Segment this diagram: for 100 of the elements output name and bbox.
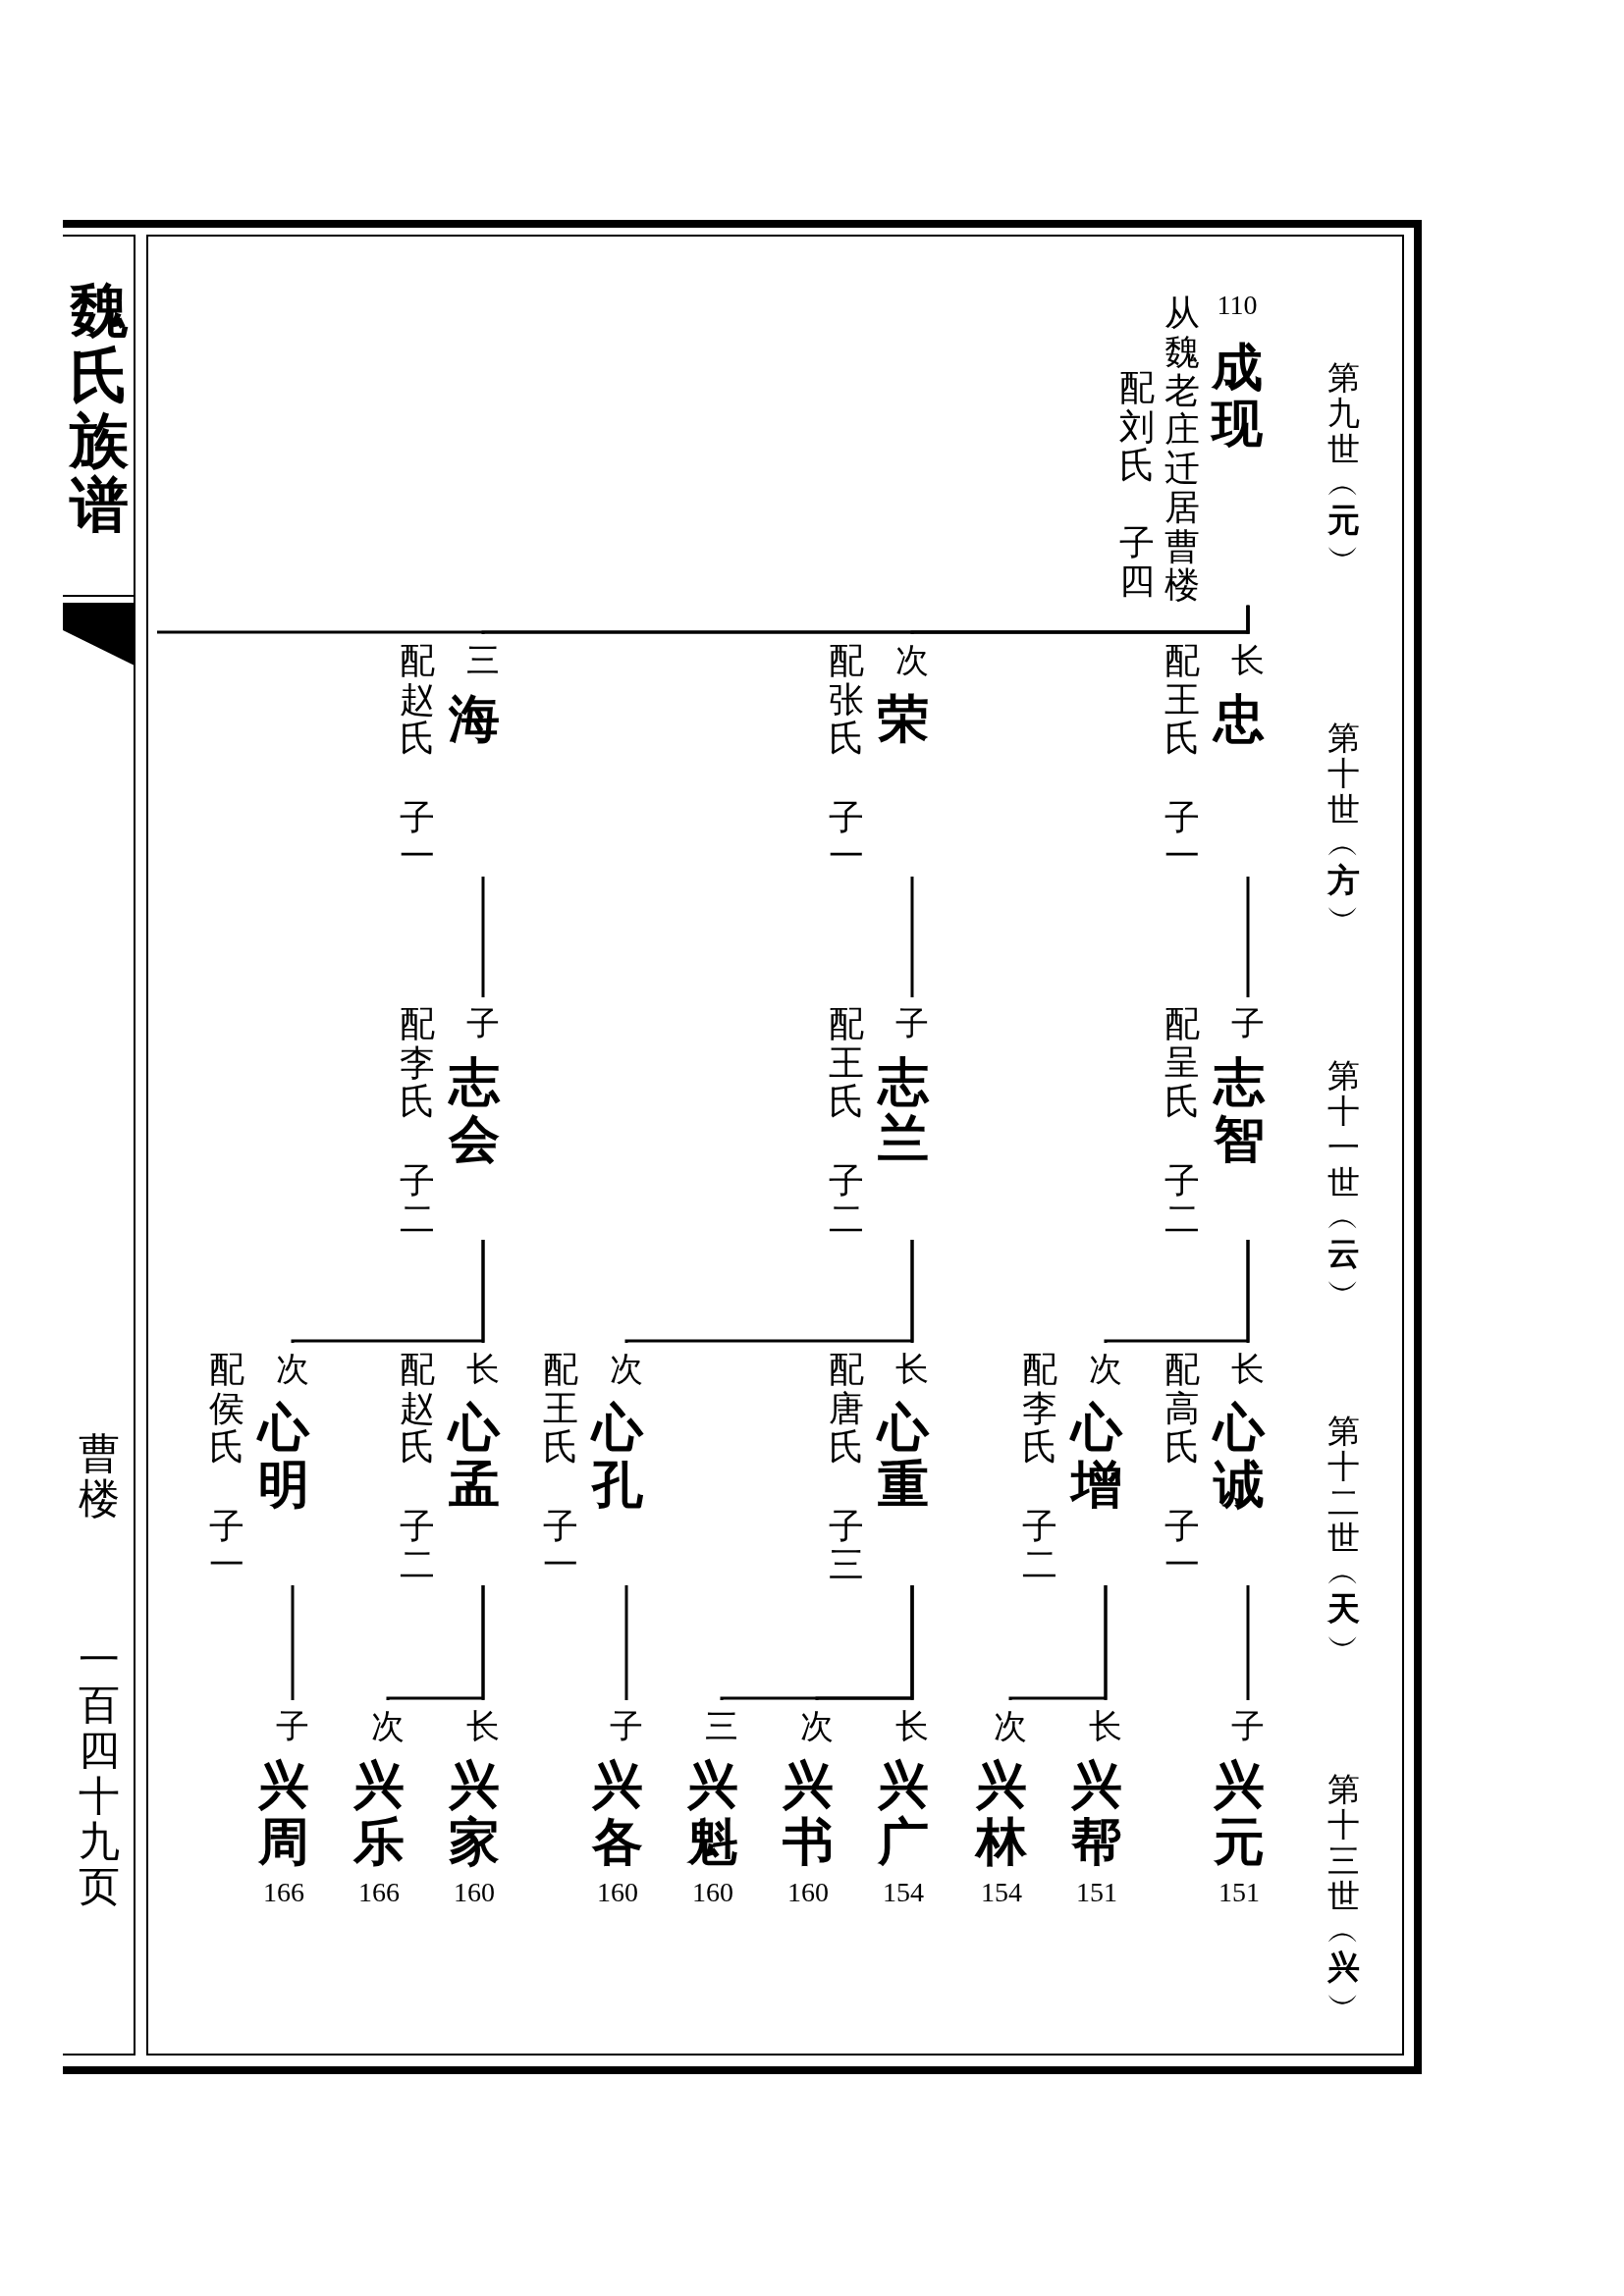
son-count: 子一 bbox=[543, 1507, 578, 1585]
spouse-name: 配刘氏 bbox=[1119, 369, 1155, 486]
son-count: 子一 bbox=[1164, 798, 1200, 877]
page-reference: 160 bbox=[453, 1877, 496, 1908]
connector-line bbox=[624, 1239, 914, 1345]
page-number: 一百四十九页 bbox=[79, 1637, 120, 1910]
person-name: 兴乐 bbox=[353, 1757, 405, 1870]
person-name: 兴家 bbox=[449, 1757, 500, 1870]
son-count: 子一 bbox=[1164, 1507, 1200, 1585]
sibling-rank: 次 bbox=[994, 1708, 1027, 1745]
sibling-rank: 子 bbox=[1231, 1708, 1265, 1745]
sibling-rank: 子 bbox=[610, 1708, 643, 1745]
spouse-name: 配高氏 bbox=[1164, 1351, 1200, 1468]
connector-line bbox=[1246, 1584, 1250, 1700]
spouse-name: 配李氏 bbox=[1022, 1351, 1057, 1468]
person-name: 志兰 bbox=[878, 1054, 929, 1167]
sibling-rank: 次 bbox=[800, 1708, 834, 1745]
son-count: 子二 bbox=[1022, 1507, 1057, 1585]
son-count: 子一 bbox=[829, 798, 864, 877]
connector-line bbox=[624, 1584, 628, 1700]
generation-label: 第十世︵方︶ bbox=[1327, 721, 1360, 934]
sibling-rank: 次 bbox=[1089, 1351, 1122, 1388]
person-name: 荣 bbox=[878, 691, 929, 748]
sibling-rank: 长 bbox=[895, 1708, 929, 1745]
person-name: 心重 bbox=[878, 1400, 929, 1513]
sibling-rank: 子 bbox=[466, 1005, 500, 1042]
page-reference: 151 bbox=[1218, 1877, 1261, 1908]
generation-label: 第十一世︵云︶ bbox=[1327, 1058, 1360, 1308]
spouse-name: 配唐氏 bbox=[829, 1351, 864, 1468]
sibling-rank: 长 bbox=[895, 1351, 929, 1388]
connector-line bbox=[157, 605, 1250, 634]
spouse-name: 配侯氏 bbox=[209, 1351, 244, 1468]
connector-line bbox=[481, 876, 485, 997]
son-count: 子三 bbox=[829, 1507, 864, 1585]
connector-line bbox=[1246, 876, 1250, 997]
spouse-name: 配李氏 bbox=[400, 1005, 435, 1122]
connector-line bbox=[291, 1239, 485, 1344]
generation-label: 第十三世︵兴︶ bbox=[1327, 1772, 1360, 2022]
connector-line bbox=[291, 1584, 295, 1700]
connector-line bbox=[1008, 1584, 1108, 1701]
sibling-rank: 次 bbox=[610, 1351, 643, 1388]
spouse-name: 配赵氏 bbox=[400, 642, 435, 759]
sibling-rank: 次 bbox=[895, 642, 929, 679]
sibling-rank: 次 bbox=[371, 1708, 405, 1745]
spouse-name: 配王氏 bbox=[829, 1005, 864, 1122]
son-count: 子二 bbox=[400, 1507, 435, 1585]
person-name: 兴周 bbox=[258, 1757, 309, 1870]
son-count: 子一 bbox=[209, 1507, 244, 1585]
sibling-rank: 长 bbox=[466, 1351, 500, 1388]
son-count: 子一 bbox=[400, 798, 435, 877]
person-name: 海 bbox=[449, 691, 500, 748]
spouse-name: 配呈氏 bbox=[1164, 1005, 1200, 1122]
generation-label: 第十二世︵天︶ bbox=[1327, 1414, 1360, 1664]
page-reference: 154 bbox=[882, 1877, 925, 1908]
person-name: 心诚 bbox=[1214, 1400, 1265, 1513]
migration-note: 从魏老庄迁居曹楼 bbox=[1164, 294, 1200, 606]
page-reference: 160 bbox=[691, 1877, 734, 1908]
connector-line bbox=[720, 1584, 914, 1701]
person-name: 兴广 bbox=[878, 1757, 929, 1870]
spouse-name: 配赵氏 bbox=[400, 1351, 435, 1468]
son-count: 子二 bbox=[1164, 1161, 1200, 1240]
sibling-rank: 长 bbox=[1231, 642, 1265, 679]
person-name: 成现 bbox=[1212, 339, 1263, 453]
village-name: 曹楼 bbox=[79, 1431, 120, 1522]
person-name: 忠 bbox=[1214, 691, 1265, 748]
son-count: 子四 bbox=[1119, 523, 1155, 602]
generation-label: 第九世︵元︶ bbox=[1327, 360, 1360, 574]
sibling-rank: 子 bbox=[1231, 1005, 1265, 1042]
page-title: 魏氏族谱 bbox=[70, 278, 129, 537]
person-name: 心明 bbox=[258, 1400, 309, 1513]
person-name: 兴各 bbox=[592, 1757, 643, 1870]
person-name: 志智 bbox=[1214, 1054, 1265, 1167]
connector-line bbox=[910, 876, 914, 997]
connector-line bbox=[386, 1584, 485, 1701]
page-reference: 166 bbox=[262, 1877, 305, 1908]
sibling-rank: 长 bbox=[1089, 1708, 1122, 1745]
sibling-rank: 三 bbox=[466, 642, 500, 679]
person-name: 兴魁 bbox=[687, 1757, 738, 1870]
son-count: 子二 bbox=[400, 1161, 435, 1240]
person-name: 志会 bbox=[449, 1054, 500, 1167]
person-name: 兴帮 bbox=[1071, 1757, 1122, 1870]
page-reference: 160 bbox=[596, 1877, 639, 1908]
person-name: 心增 bbox=[1071, 1400, 1122, 1513]
page-reference: 160 bbox=[786, 1877, 830, 1908]
person-name: 兴书 bbox=[783, 1757, 834, 1870]
sibling-rank: 次 bbox=[276, 1351, 309, 1388]
sibling-rank: 三 bbox=[705, 1708, 738, 1745]
sibling-rank: 长 bbox=[1231, 1351, 1265, 1388]
page-reference: 110 bbox=[1217, 291, 1258, 321]
sibling-rank: 长 bbox=[466, 1708, 500, 1745]
son-count: 子二 bbox=[829, 1161, 864, 1240]
sibling-rank: 子 bbox=[895, 1005, 929, 1042]
person-name: 兴元 bbox=[1214, 1757, 1265, 1870]
page-reference: 166 bbox=[357, 1877, 401, 1908]
connector-line bbox=[1104, 1239, 1250, 1344]
spouse-name: 配王氏 bbox=[543, 1351, 578, 1468]
person-name: 心孔 bbox=[592, 1400, 643, 1513]
spouse-name: 配王氏 bbox=[1164, 642, 1200, 759]
sibling-rank: 子 bbox=[276, 1708, 309, 1745]
spouse-name: 配张氏 bbox=[829, 642, 864, 759]
